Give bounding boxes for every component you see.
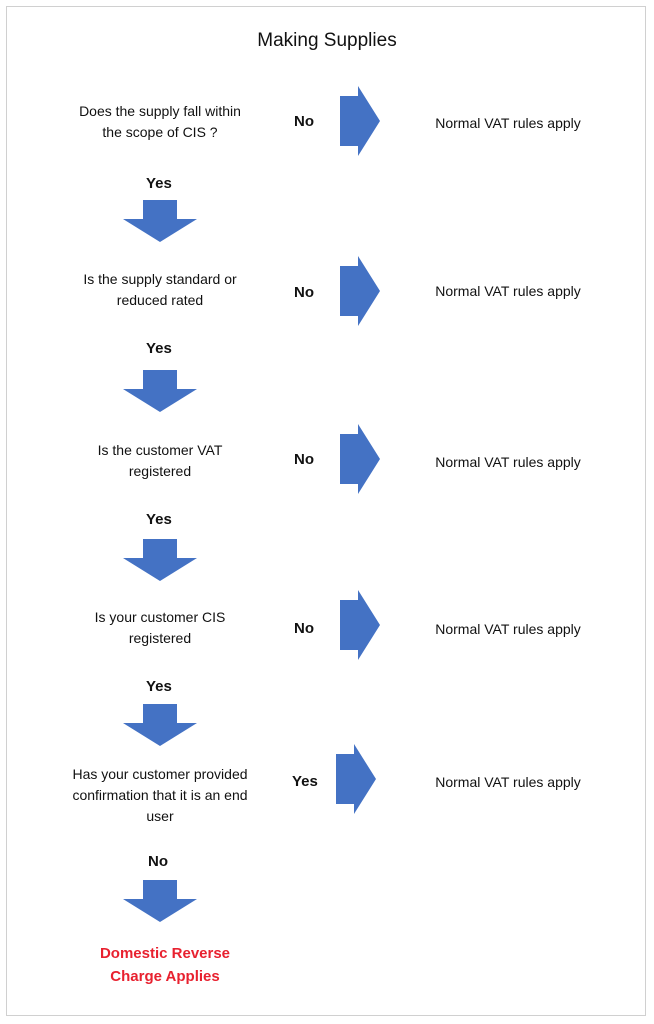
step-5-question: Has your customer provided confirmation … bbox=[50, 764, 270, 827]
step-3-question-line-2: registered bbox=[128, 463, 192, 479]
step-1-outcome: Normal VAT rules apply bbox=[435, 115, 581, 131]
step-5-outcome: Normal VAT rules apply bbox=[435, 774, 581, 790]
step-5-side-label: Yes bbox=[292, 773, 318, 790]
step-4-down-label: Yes bbox=[146, 678, 172, 695]
step-5-question-line-3: user bbox=[146, 808, 174, 824]
step-5-down-arrow-icon bbox=[123, 880, 197, 922]
final-outcome: Domestic Reverse Charge Applies bbox=[60, 942, 270, 988]
step-3-down-label: Yes bbox=[146, 511, 172, 528]
step-4-side-label: No bbox=[294, 620, 314, 637]
step-1-question-line-2: the scope of CIS ? bbox=[102, 124, 218, 140]
step-5-right-arrow-icon bbox=[336, 744, 376, 814]
step-4-question-line-1: Is your customer CIS bbox=[94, 609, 226, 625]
step-3-question: Is the customer VAT registered bbox=[50, 440, 270, 482]
step-2-down-label: Yes bbox=[146, 340, 172, 357]
step-2-side-label: No bbox=[294, 284, 314, 301]
step-4-down-arrow-icon bbox=[123, 704, 197, 746]
step-1-question-line-1: Does the supply fall within bbox=[79, 103, 241, 119]
step-3-question-line-1: Is the customer VAT bbox=[97, 442, 223, 458]
step-4-question: Is your customer CIS registered bbox=[50, 607, 270, 649]
step-4-question-line-2: registered bbox=[128, 630, 192, 646]
step-3-right-arrow-icon bbox=[340, 424, 380, 494]
step-2-down-arrow-icon bbox=[123, 370, 197, 412]
step-4-outcome: Normal VAT rules apply bbox=[435, 621, 581, 637]
step-1-down-label: Yes bbox=[146, 175, 172, 192]
step-5-question-line-1: Has your customer provided bbox=[72, 766, 248, 782]
step-2-question-line-1: Is the supply standard or bbox=[83, 271, 237, 287]
final-outcome-line-1: Domestic Reverse bbox=[99, 945, 231, 962]
step-5-down-label: No bbox=[148, 853, 168, 870]
step-2-question: Is the supply standard or reduced rated bbox=[50, 269, 270, 311]
diagram-title: Making Supplies bbox=[257, 30, 397, 51]
step-2-right-arrow-icon bbox=[340, 256, 380, 326]
step-1-question: Does the supply fall within the scope of… bbox=[50, 101, 270, 143]
step-1-side-label: No bbox=[294, 113, 314, 130]
step-5-question-line-2: confirmation that it is an end bbox=[72, 787, 248, 803]
step-3-down-arrow-icon bbox=[123, 539, 197, 581]
step-4-right-arrow-icon bbox=[340, 590, 380, 660]
step-2-question-line-2: reduced rated bbox=[116, 292, 204, 308]
step-1-down-arrow-icon bbox=[123, 200, 197, 242]
step-2-outcome: Normal VAT rules apply bbox=[435, 283, 581, 299]
final-outcome-line-2: Charge Applies bbox=[110, 968, 220, 985]
step-3-side-label: No bbox=[294, 451, 314, 468]
step-1-right-arrow-icon bbox=[340, 86, 380, 156]
step-3-outcome: Normal VAT rules apply bbox=[435, 454, 581, 470]
diagram-frame bbox=[6, 6, 646, 1016]
